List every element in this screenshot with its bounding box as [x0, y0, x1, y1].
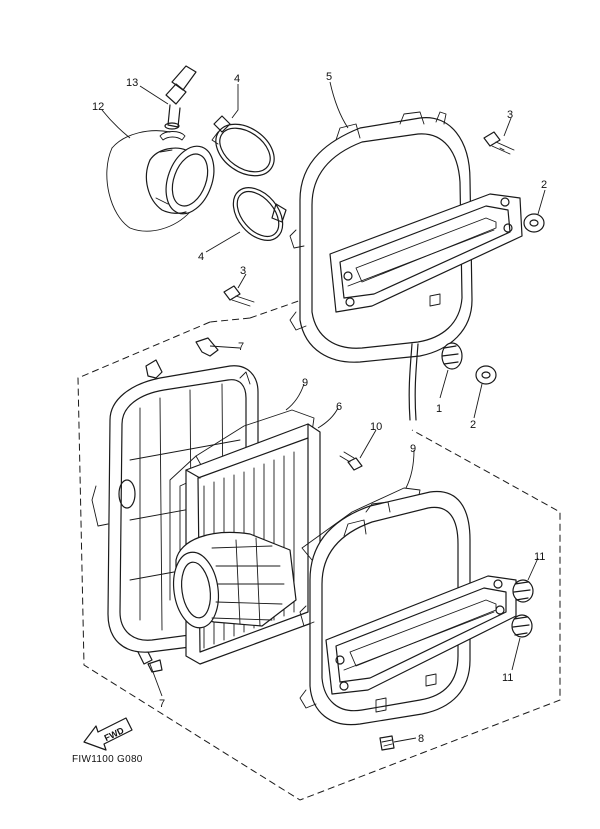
callout-4-lower: 4: [198, 251, 204, 263]
part-13-fitting: [159, 65, 197, 141]
callout-9-lower: 9: [410, 443, 416, 455]
callout-9-upper: 9: [302, 377, 308, 389]
intake-funnel: [172, 531, 297, 629]
callout-5: 5: [326, 71, 332, 83]
callout-labels: 13 12 4 5 3 2 4 3 7 9 6 10 1 2 9 11 11 7…: [92, 71, 547, 745]
part-10-screw: [339, 451, 363, 471]
part-5-case-upper: [289, 111, 523, 421]
part-3-screw-lower: [223, 285, 255, 307]
callout-6: 6: [336, 401, 342, 413]
callout-12: 12: [92, 101, 104, 113]
front-arrow-icon: FWD: [83, 717, 133, 751]
part-11-grommet-upper: [512, 579, 534, 603]
callout-4-upper: 4: [234, 73, 240, 85]
callout-11-lower: 11: [502, 672, 513, 684]
part-1-grommet: [441, 342, 463, 370]
part-2-washer-lower: [475, 365, 497, 385]
callout-2-lower: 2: [470, 419, 476, 431]
callout-13: 13: [126, 77, 138, 89]
part-8-plug: [379, 735, 395, 751]
part-4-clamp-lower: [232, 187, 287, 241]
part-12-boot: [106, 130, 191, 232]
part-11-grommet-lower: [511, 614, 533, 638]
part-3-screw-upper: [483, 131, 515, 155]
callout-7-lower: 7: [159, 698, 165, 710]
callout-3-lower: 3: [240, 265, 246, 277]
callout-1: 1: [436, 403, 442, 415]
part-7-clips-upper: [145, 337, 219, 379]
case-lower-right: [299, 490, 517, 726]
callout-10: 10: [370, 421, 382, 433]
figure-code: FIW1100 G080: [72, 754, 143, 765]
callout-2-upper: 2: [541, 179, 547, 191]
part-4-clamp-upper: [211, 115, 275, 177]
leader-lines: [101, 81, 546, 743]
part-2-washer-upper: [523, 213, 545, 233]
callout-3-upper: 3: [507, 109, 513, 121]
callout-11-upper: 11: [534, 551, 545, 563]
intake-joint: [145, 145, 215, 215]
callout-8: 8: [418, 733, 424, 745]
callout-7-upper: 7: [238, 341, 244, 353]
